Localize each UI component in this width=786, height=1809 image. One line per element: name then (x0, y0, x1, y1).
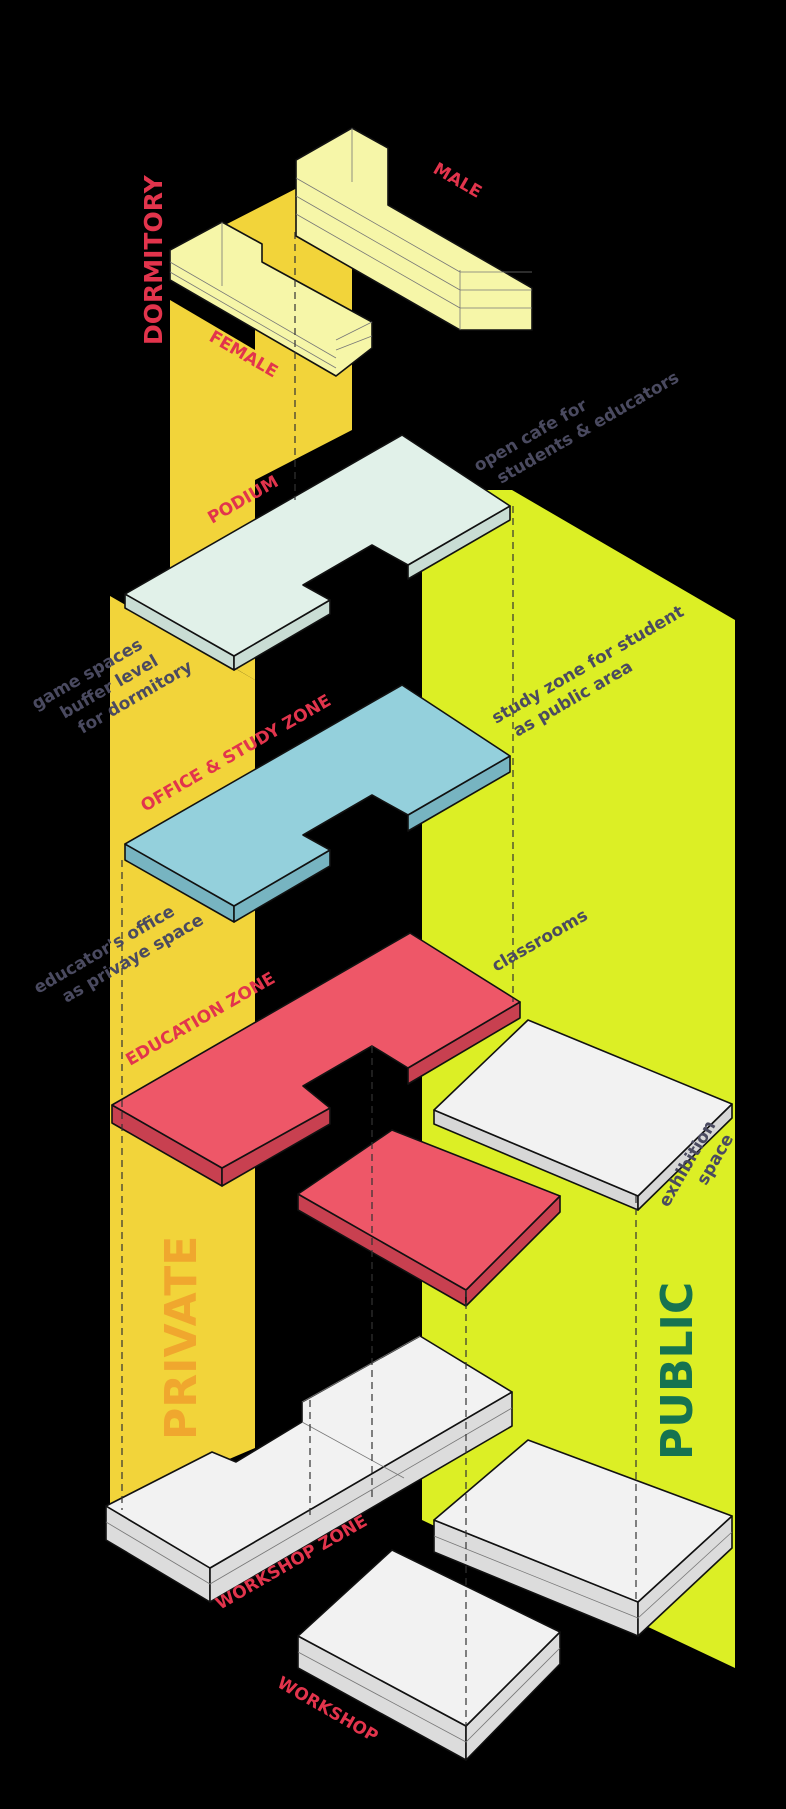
label-private: PRIVATE (156, 1236, 207, 1440)
office-study-slab (124, 684, 511, 923)
education-slab (111, 932, 521, 1187)
note-cafe-line-2: students & educators (494, 368, 683, 489)
podium-slab (124, 434, 511, 671)
education-small-slab (297, 1129, 561, 1307)
workshop-public-block (433, 1439, 733, 1637)
label-dormitory: DORMITORY (139, 174, 168, 345)
dashed-guides (121, 232, 637, 1726)
dormitory-female-block (169, 221, 373, 377)
workshop-zone-block (105, 1335, 513, 1603)
note-cafe: open cafe for students & educators (471, 368, 683, 489)
label-public: PUBLIC (652, 1282, 703, 1460)
dormitory-male-block (295, 127, 533, 331)
exhibition-block (433, 1019, 733, 1211)
label-male: MALE (430, 159, 485, 203)
workshop-block (297, 1549, 561, 1761)
